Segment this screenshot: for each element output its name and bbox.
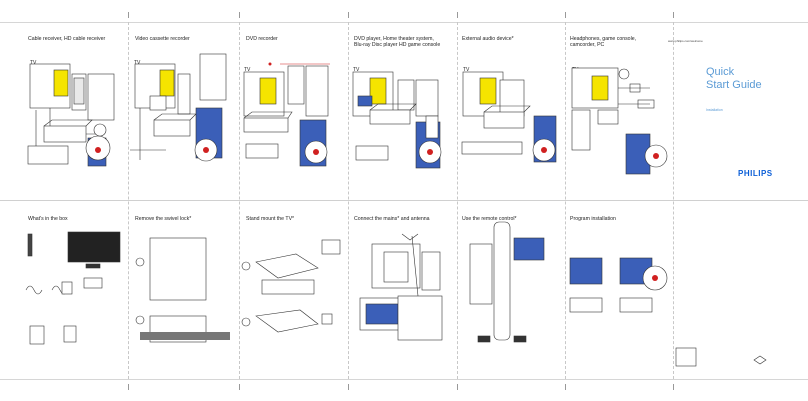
fold-line [457,22,458,379]
crop-mark [348,384,349,390]
panel-title-swivel-lock: Remove the swivel lock* [135,216,192,222]
stand-mount-diagram [241,239,341,333]
program-installation-diagram [569,257,668,313]
panel-title-stand-mount: Stand mount the TV* [246,216,295,222]
tv-label: TV [353,67,360,73]
crop-mark [457,384,458,390]
crop-mark [239,12,240,18]
panel-title-vcr: Video cassette recorder [135,36,190,42]
crop-mark [239,384,240,390]
tv-label: TV [30,60,37,66]
crop-mark [673,12,674,18]
box-contents [25,231,121,345]
cover-subtitle: Installation [706,108,723,112]
tv-back-panel-5 [425,71,557,163]
tv-back-panel-3 [243,63,330,167]
panel-title-connect-mains: Connect the mains* and antenna [354,216,430,222]
panel-title-whats-in-box: What's in the box [28,216,68,222]
website-url: www.philips.com/welcome [668,39,703,43]
panel-title-headphones-pc: Headphones, game console, camcorder, PC [570,36,637,48]
mains-antenna-diagram [359,233,443,341]
panel-title-dvd-recorder: DVD recorder [246,36,278,42]
swivel-lock-diagram [135,237,230,343]
tv-back-panel-4 [352,71,442,169]
tv-label: TV [244,67,251,73]
remote-control-diagram [469,221,545,343]
fold-line [239,22,240,379]
horizontal-fold [0,200,808,201]
fold-line [565,22,566,379]
fold-line [348,22,349,379]
crop-mark [565,12,566,18]
crop-mark [128,12,129,18]
tv-label: TV [134,60,141,66]
tv-back-panel-6 [571,67,668,175]
tv-label: TV [463,67,470,73]
crop-mark [128,384,129,390]
panel-title-dvd-player: DVD player, Home theater system, Blu-ray… [354,36,441,48]
panel-title-remote-control: Use the remote control* [462,216,517,222]
crop-mark [457,12,458,18]
panel-title-external-audio: External audio device* [462,36,514,42]
panel-title-cable-receiver: Cable receiver, HD cable receiver [28,36,106,42]
crop-mark [565,384,566,390]
cover-title-line-1: Quick [706,66,735,78]
panel-title-program-installation: Program installation [570,216,616,222]
crop-mark [348,12,349,18]
fold-line [673,22,674,379]
bottom-trim-line [0,379,808,380]
tv-back-panel-1 [27,63,115,167]
philips-logo: PHILIPS [738,169,773,178]
tv-back-panel-2 [130,53,227,162]
cover-title: Quick Start Guide [706,66,762,92]
top-trim-line [0,22,808,23]
cover-title-line-2: Start Guide [706,79,762,91]
crop-mark [673,384,674,390]
cover-logo-area [675,347,767,367]
fold-line [128,22,129,379]
